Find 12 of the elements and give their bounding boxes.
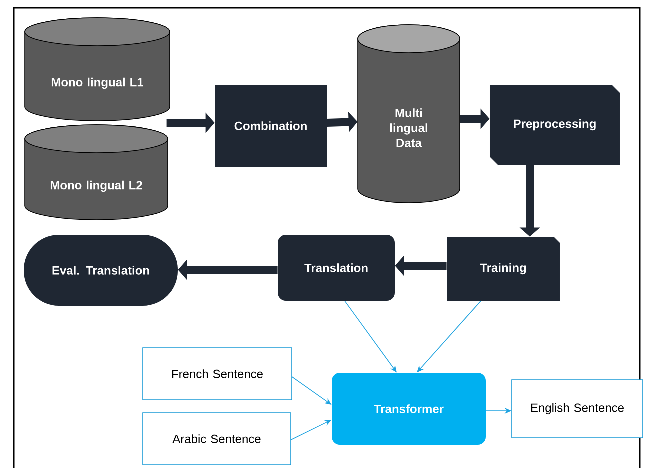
database-cylinder: Mono lingual L1 <box>24 18 170 122</box>
sentence-box: French Sentence <box>142 348 292 400</box>
process-box: Translation <box>278 235 395 301</box>
terminal-box: Eval. Translation <box>24 235 178 306</box>
model-box: Transformer <box>332 373 486 445</box>
process-box: Training <box>447 237 560 301</box>
sentence-box: Arabic Sentence <box>142 412 292 466</box>
process-box: Combination <box>215 85 327 167</box>
process-box: Preprocessing <box>490 85 620 165</box>
database-cylinder: Mono lingual L2 <box>24 124 168 220</box>
database-cylinder: Multi lingual Data <box>358 24 460 204</box>
sentence-box: English Sentence <box>512 380 644 438</box>
